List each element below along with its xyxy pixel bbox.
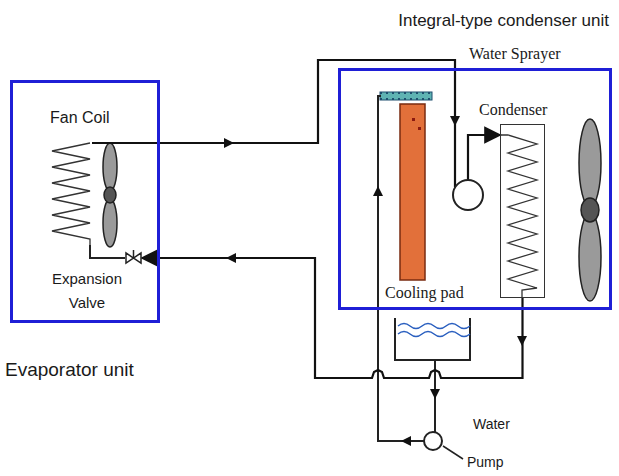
pump-leader xyxy=(443,446,463,459)
evaporator-unit-box: Evaporator unitFan CoilExpansion Valve xyxy=(10,80,160,323)
unit-heading: Integral-type condenser unit xyxy=(398,11,609,31)
part-label: Cooling pad xyxy=(384,283,465,302)
water-pipe xyxy=(378,96,424,441)
flow-arrow xyxy=(224,116,527,446)
component-label: Condenser xyxy=(479,100,547,119)
part-label: Water xyxy=(472,416,511,433)
water-sprayer xyxy=(380,92,432,100)
expansion-valve: Expansion Valve xyxy=(125,250,142,266)
water-tank xyxy=(395,318,470,360)
refrigerant-pipe xyxy=(92,60,500,186)
compressor-symbol xyxy=(453,180,483,210)
valve-stem xyxy=(133,250,135,258)
water-surface xyxy=(398,324,470,337)
fan-coil: Fan Coil xyxy=(48,140,92,248)
part-label: Water Sprayer xyxy=(468,44,562,63)
pump-symbol xyxy=(424,432,442,450)
component-label: Expansion Valve xyxy=(43,267,131,315)
refrigerant-pipe xyxy=(142,258,523,378)
condenser-fan xyxy=(579,119,601,301)
evaporator-fan xyxy=(103,143,117,247)
evaporator-coil xyxy=(52,143,90,245)
condenser-unit-box: Integral-type condenser unitCondenser xyxy=(338,68,612,310)
part-label: Pump xyxy=(466,454,505,471)
cooling-pad xyxy=(400,104,425,280)
condenser-coil xyxy=(500,135,537,298)
unit-heading: Evaporator unit xyxy=(5,359,134,382)
pad-dots xyxy=(412,118,421,130)
coil-to-valve-pipe xyxy=(90,245,125,258)
condenser-coil-frame: Condenser xyxy=(500,124,545,298)
component-label: Fan Coil xyxy=(50,108,110,127)
